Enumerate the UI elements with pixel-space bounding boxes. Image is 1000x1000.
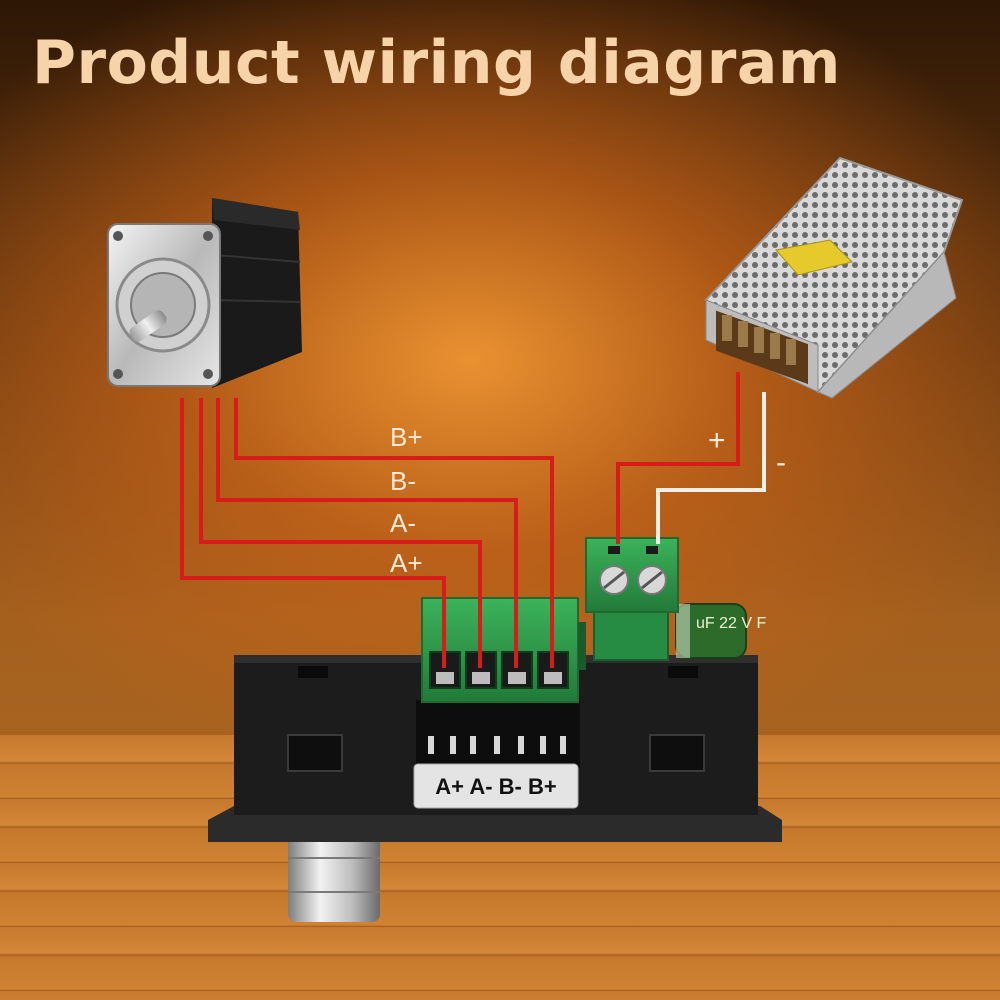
wire-b-minus — [216, 398, 518, 668]
terminal-label-plate: A+ A- B- B+ — [413, 763, 579, 809]
wire-label-b-plus: B+ — [390, 422, 423, 452]
wire-power-minus — [656, 392, 766, 544]
wire-a-plus — [180, 398, 446, 668]
capacitor-text: uF 22 V F — [696, 615, 766, 632]
motor-terminal-block — [421, 597, 586, 703]
stepper-motor — [107, 198, 302, 388]
rotary-knob — [288, 832, 380, 922]
wire-label-a-plus: A+ — [390, 548, 423, 578]
power-terminal-block — [585, 537, 679, 661]
wire-a-minus — [199, 398, 482, 668]
wire-label-b-minus: B- — [390, 466, 416, 496]
wire-label-a-minus: A- — [390, 508, 416, 538]
wire-power-plus — [616, 372, 740, 544]
controller-module: uF 22 V F A+ A- B- B+ — [208, 537, 782, 922]
capacitor: uF 22 V F — [675, 603, 766, 659]
page-title: Product wiring diagram — [32, 28, 841, 98]
power-supply — [704, 156, 964, 399]
terminal-plate-text: A+ A- B- B+ — [435, 774, 556, 799]
power-plus-label: + — [708, 424, 726, 457]
wire-b-plus — [234, 398, 554, 668]
power-minus-label: - — [776, 446, 786, 479]
